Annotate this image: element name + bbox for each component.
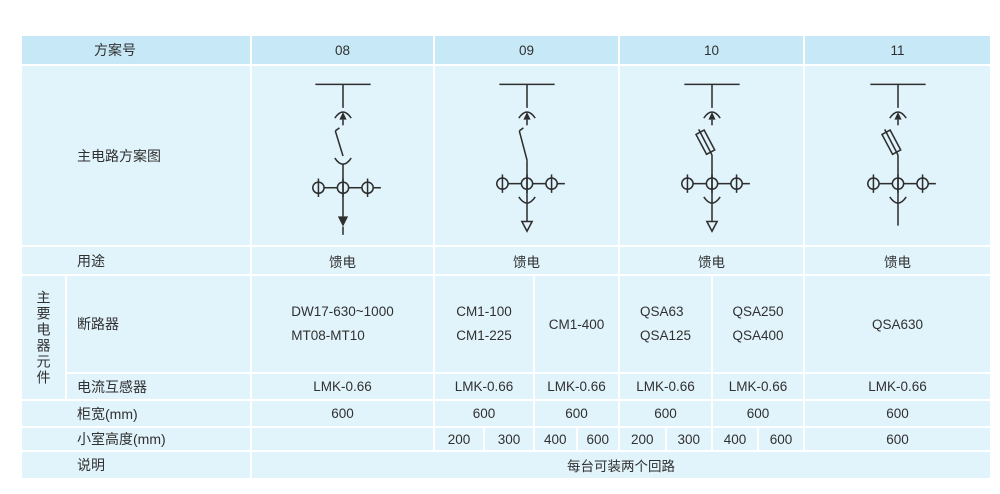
circuit-diagram-11 bbox=[805, 66, 990, 245]
note-label: 说明 bbox=[22, 452, 250, 478]
drawout-contact-upper bbox=[517, 110, 536, 125]
height-value-09b: 400 600 bbox=[535, 428, 618, 450]
scheme-11-fuse-switch-icon bbox=[866, 83, 936, 226]
current-transformers bbox=[866, 173, 936, 193]
ct-value-10b: LMK-0.66 bbox=[713, 374, 803, 399]
height-value-08 bbox=[252, 428, 433, 450]
drawout-contact-lower bbox=[888, 196, 907, 204]
breaker-switch bbox=[334, 126, 344, 156]
drawout-contact-upper bbox=[333, 110, 352, 125]
usage-value-08: 馈电 bbox=[252, 247, 433, 274]
current-transformers bbox=[680, 173, 750, 193]
breaker-line: DW17-630~1000 bbox=[291, 304, 394, 320]
circuit-diagram-10 bbox=[620, 66, 803, 245]
height-value: 600 bbox=[577, 428, 618, 450]
breaker-line: CM1-100 bbox=[456, 304, 512, 320]
drawout-contact-lower bbox=[702, 196, 721, 204]
scheme-10-fuse-switch-icon bbox=[680, 83, 750, 233]
breaker-value-11: QSA630 bbox=[805, 276, 990, 372]
circuit-diagram-08 bbox=[252, 66, 433, 245]
circuit-diagram-09 bbox=[435, 66, 618, 245]
ct-value-11: LMK-0.66 bbox=[805, 374, 990, 399]
current-transformers bbox=[311, 178, 381, 197]
busbar bbox=[683, 83, 740, 108]
busbar bbox=[498, 83, 555, 108]
height-value: 600 bbox=[759, 428, 803, 450]
height-value: 400 bbox=[713, 428, 757, 450]
scheme-header-11: 11 bbox=[805, 36, 990, 64]
height-value-10b: 400 600 bbox=[713, 428, 803, 450]
main-circuit-diagram-label: 主电路方案图 bbox=[22, 66, 250, 245]
scheme-header-08: 08 bbox=[252, 36, 433, 64]
fuse-switch bbox=[880, 128, 902, 155]
width-value-09a: 600 bbox=[435, 401, 533, 426]
drawout-contact-upper bbox=[702, 110, 721, 125]
drawout-contact-lower bbox=[517, 196, 536, 204]
breaker-label: 断路器 bbox=[67, 276, 250, 372]
breaker-line: QSA63 bbox=[639, 304, 684, 320]
breaker-value-10a: QSA63 QSA125 bbox=[620, 276, 711, 372]
busbar bbox=[314, 83, 371, 108]
outgoing-arrow bbox=[520, 220, 533, 233]
busbar bbox=[869, 83, 926, 108]
breaker-line: CM1-225 bbox=[456, 328, 512, 343]
scheme-table: 方案号 08 09 10 11 主电路方案图 bbox=[22, 36, 990, 478]
height-value-09a: 200 300 bbox=[435, 428, 533, 450]
ct-value-08: LMK-0.66 bbox=[252, 374, 433, 399]
height-value: 400 bbox=[535, 428, 576, 450]
ct-value-09b: LMK-0.66 bbox=[535, 374, 618, 399]
width-value-11: 600 bbox=[805, 401, 990, 426]
ct-value-09a: LMK-0.66 bbox=[435, 374, 533, 399]
usage-value-11: 馈电 bbox=[805, 247, 990, 274]
ct-value-10a: LMK-0.66 bbox=[620, 374, 711, 399]
usage-value-09: 馈电 bbox=[435, 247, 618, 274]
height-value-11: 600 bbox=[805, 428, 990, 450]
cabinet-width-label: 柜宽(mm) bbox=[22, 401, 250, 426]
width-value-10b: 600 bbox=[713, 401, 803, 426]
breaker-value-09a: CM1-100 CM1-225 bbox=[435, 276, 533, 372]
scheme-number-header: 方案号 bbox=[22, 36, 250, 64]
breaker-line: QSA400 bbox=[732, 328, 784, 343]
outgoing-arrow bbox=[705, 220, 718, 233]
height-value-10a: 200 300 bbox=[620, 428, 711, 450]
breaker-line: QSA125 bbox=[639, 328, 692, 343]
height-value: 200 bbox=[435, 428, 483, 450]
current-transformers bbox=[495, 173, 565, 193]
outgoing-arrow bbox=[337, 215, 348, 235]
width-value-10a: 600 bbox=[620, 401, 711, 426]
breaker-switch bbox=[518, 126, 528, 160]
scheme-08-feeder-icon bbox=[311, 83, 381, 235]
height-value: 300 bbox=[485, 428, 533, 450]
ct-label: 电流互感器 bbox=[67, 374, 250, 399]
width-value-08: 600 bbox=[252, 401, 433, 426]
drawout-contact-lower bbox=[333, 157, 352, 165]
note-text: 每台可装两个回路 bbox=[252, 452, 990, 478]
height-value: 300 bbox=[666, 428, 711, 450]
drawout-contact-upper bbox=[888, 110, 907, 125]
width-value-09b: 600 bbox=[535, 401, 618, 426]
breaker-value-08: DW17-630~1000 MT08-MT10 bbox=[252, 276, 433, 372]
breaker-value-10b: QSA250 QSA400 bbox=[713, 276, 803, 372]
fuse-switch bbox=[694, 128, 716, 155]
scheme-header-09: 09 bbox=[435, 36, 618, 64]
breaker-line: QSA250 bbox=[732, 304, 784, 320]
breaker-value-09b: CM1-400 bbox=[535, 276, 618, 372]
chamber-height-label: 小室高度(mm) bbox=[22, 428, 250, 450]
breaker-line: MT08-MT10 bbox=[291, 328, 365, 343]
usage-value-10: 馈电 bbox=[620, 247, 803, 274]
usage-label: 用途 bbox=[22, 247, 250, 274]
scheme-header-10: 10 bbox=[620, 36, 803, 64]
height-value: 200 bbox=[620, 428, 665, 450]
main-components-group-label: 主要电器元件 bbox=[22, 276, 65, 399]
scheme-09-feeder-icon bbox=[495, 83, 565, 233]
